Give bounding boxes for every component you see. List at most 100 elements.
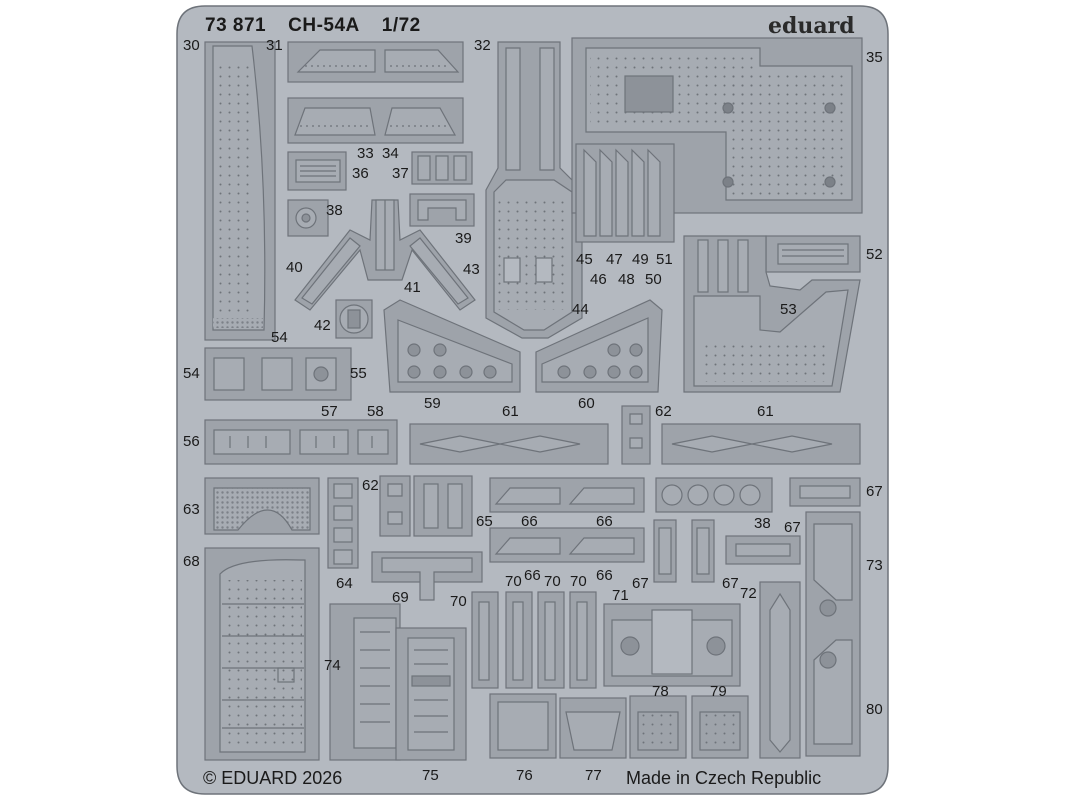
part-37 — [411, 151, 473, 185]
part-62b — [379, 475, 411, 537]
part-gears — [655, 477, 773, 513]
part-32-44 — [485, 41, 583, 339]
part-label: 54 — [183, 365, 200, 382]
part-36 — [287, 151, 347, 191]
part-45-51 — [575, 143, 675, 243]
part-label: 61 — [502, 403, 519, 420]
part-71 — [603, 603, 741, 687]
part-label: 49 — [632, 251, 649, 268]
part-73-80 — [805, 511, 861, 757]
part-label: 53 — [780, 301, 797, 318]
part-label: 77 — [585, 767, 602, 784]
model-name: CH-54A — [288, 15, 360, 36]
part-label: 79 — [710, 683, 727, 700]
part-label: 68 — [183, 553, 200, 570]
part-label: 30 — [183, 37, 200, 54]
part-label: 71 — [612, 587, 629, 604]
part-label: 58 — [367, 403, 384, 420]
part-label: 47 — [606, 251, 623, 268]
part-66-lower — [489, 527, 645, 563]
part-label: 57 — [321, 403, 338, 420]
part-label: 37 — [392, 165, 409, 182]
part-label: 46 — [590, 271, 607, 288]
part-62 — [621, 405, 651, 465]
part-label: 43 — [463, 261, 480, 278]
part-label: 78 — [652, 683, 669, 700]
part-label: 34 — [382, 145, 399, 162]
part-67a — [789, 477, 861, 507]
part-label: 60 — [578, 395, 595, 412]
part-label: 36 — [352, 165, 369, 182]
part-label: 39 — [455, 230, 472, 247]
country-of-origin: Made in Czech Republic — [626, 768, 822, 788]
catalog-number: 73 871 — [205, 15, 267, 36]
part-77 — [559, 697, 627, 759]
part-label: 70 — [544, 573, 561, 590]
part-label: 45 — [576, 251, 593, 268]
part-label: 75 — [422, 767, 439, 784]
part-40-41-43 — [294, 199, 476, 311]
part-label: 50 — [645, 271, 662, 288]
part-39 — [409, 193, 475, 227]
part-label: 59 — [424, 395, 441, 412]
part-label: 80 — [866, 701, 883, 718]
part-64 — [327, 477, 359, 569]
part-label: 72 — [740, 585, 757, 602]
part-67b — [725, 535, 801, 565]
part-label: 55 — [350, 365, 367, 382]
part-label: 67 — [632, 575, 649, 592]
part-53 — [683, 235, 861, 393]
part-label: 65 — [476, 513, 493, 530]
part-label: 61 — [757, 403, 774, 420]
part-66-upper — [489, 477, 645, 513]
part-label: 33 — [357, 145, 374, 162]
part-69 — [371, 551, 483, 601]
part-label: 73 — [866, 557, 883, 574]
part-63 — [204, 477, 320, 535]
part-52 — [765, 235, 861, 273]
part-30 — [204, 41, 276, 341]
part-label: 66 — [521, 513, 538, 530]
part-label: 62 — [362, 477, 379, 494]
part-54-55 — [204, 347, 352, 401]
part-label: 41 — [404, 279, 421, 296]
part-label: 62 — [655, 403, 672, 420]
part-56-57-58 — [204, 419, 398, 465]
part-label: 32 — [474, 37, 491, 54]
part-74 — [329, 603, 401, 761]
part-label: 76 — [516, 767, 533, 784]
part-label: 31 — [266, 37, 283, 54]
part-label: 70 — [570, 573, 587, 590]
part-70-rails — [471, 591, 597, 689]
part-label: 63 — [183, 501, 200, 518]
part-31 — [287, 41, 464, 83]
part-label: 64 — [336, 575, 353, 592]
part-label: 44 — [572, 301, 589, 318]
part-61-right — [661, 423, 861, 465]
part-label: 67 — [784, 519, 801, 536]
part-label: 69 — [392, 589, 409, 606]
part-68 — [204, 547, 320, 761]
part-label: 67 — [722, 575, 739, 592]
part-65 — [413, 475, 473, 537]
part-label: 52 — [866, 246, 883, 263]
part-label: 35 — [866, 49, 883, 66]
part-38 — [287, 199, 329, 237]
part-67-pair — [653, 519, 715, 583]
part-label: 48 — [618, 271, 635, 288]
part-label: 54 — [271, 329, 288, 346]
title-strip — [195, 12, 865, 38]
brand-logo: eduard — [768, 13, 855, 39]
part-label: 51 — [656, 251, 673, 268]
copyright: © EDUARD 2026 — [203, 768, 343, 788]
part-75 — [395, 627, 467, 761]
part-label: 66 — [524, 567, 541, 584]
part-label: 56 — [183, 433, 200, 450]
part-label: 38 — [754, 515, 771, 532]
part-76 — [489, 693, 557, 759]
part-label: 66 — [596, 513, 613, 530]
part-33-34 — [287, 97, 464, 144]
part-label: 66 — [596, 567, 613, 584]
